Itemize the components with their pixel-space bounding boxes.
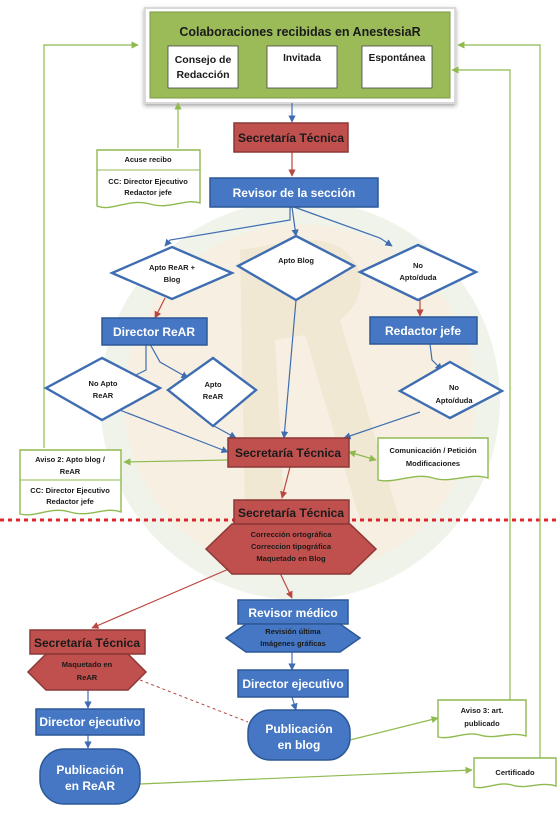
comunicacion-label-1: Comunicación / Petición [389, 446, 477, 455]
revision-label-1: Revisión última [265, 627, 321, 636]
maquetado-process [26, 653, 148, 691]
correccion-process [204, 523, 378, 575]
acuse-recibo-title: Acuse recibo [124, 155, 172, 164]
director-rear-node [101, 317, 208, 346]
acuse-recibo-note [96, 149, 201, 209]
header-title: Colaboraciones recibidas en AnestesiaR [179, 25, 420, 39]
comunicacion-note [377, 437, 489, 482]
director-ejecutivo-node-1 [237, 669, 349, 698]
consejo-label-2: Redacción [176, 69, 229, 81]
apto-rear-label-1: Apto [204, 380, 221, 389]
decision-no-apto-duda [357, 243, 479, 302]
apto-blog-label: Apto Blog [278, 256, 314, 265]
correccion-label-3: Maquetado en Blog [256, 554, 326, 563]
secretaria-tecnica-node-1 [233, 122, 349, 153]
revisor-seccion-node [209, 177, 379, 208]
publicacion-blog-node [247, 709, 351, 761]
secretaria-tecnica-node-2 [227, 437, 350, 468]
apto-rear-blog-label-1: Apto ReAR + [149, 263, 196, 272]
no-apto-duda-label-1: No [413, 261, 423, 270]
certificado-label: Certificado [495, 768, 535, 777]
publicacion-rear-label-1: Publicación [56, 763, 123, 777]
watermark-logo [100, 200, 500, 600]
decision-apto-blog [235, 234, 357, 302]
aviso3-label-2: publicado [464, 719, 500, 728]
correccion-label-1: Corrección ortográfica [251, 530, 333, 539]
consejo-box [167, 45, 239, 89]
acuse-cc-2: Redactor jefe [124, 188, 172, 197]
certificado-note [473, 757, 557, 789]
maquetado-label-1: Maquetado en [62, 660, 113, 669]
director-ejecutivo-label-1: Director ejecutivo [242, 677, 343, 691]
comunicacion-label-2: Modificaciones [406, 459, 460, 468]
revision-process [224, 623, 362, 653]
director-ejecutivo-node-2 [35, 708, 145, 736]
publicacion-blog-label-2: en blog [278, 738, 321, 752]
redactor-jefe-label: Redactor jefe [385, 324, 461, 338]
decision-apto-rear-blog [108, 245, 236, 301]
aviso2-cc-2: Redactor jefe [46, 497, 94, 506]
secretaria-tecnica-label-2: Secretaría Técnica [235, 446, 341, 460]
acuse-cc-1: CC: Director Ejecutivo [108, 177, 188, 186]
decision-apto-rear [166, 356, 258, 428]
aviso2-cc-1: CC: Director Ejecutivo [30, 486, 110, 495]
decision-no-duda [397, 360, 505, 420]
no-apto-rear-label-1: No Apto [89, 379, 118, 388]
aviso2-title-2: ReAR [60, 467, 81, 476]
no-apto-duda-label-2: Apto/duda [399, 273, 437, 282]
revisor-seccion-label: Revisor de la sección [233, 186, 356, 200]
publicacion-blog-label-1: Publicación [265, 722, 332, 736]
no-duda-label-2: Apto/duda [435, 396, 473, 405]
publicacion-rear-label-2: en ReAR [65, 779, 115, 793]
invitada-label: Invitada [283, 53, 321, 64]
no-duda-label-1: No [449, 383, 459, 392]
apto-rear-label-2: ReAR [203, 392, 224, 401]
aviso2-title-1: Aviso 2: Apto blog / [35, 455, 106, 464]
secretaria-tecnica-node-3 [233, 499, 350, 525]
redactor-jefe-node [369, 316, 478, 345]
aviso3-label-1: Aviso 3: art. [461, 706, 504, 715]
aviso3-note [437, 699, 527, 739]
maquetado-label-2: ReAR [77, 673, 98, 682]
espontanea-box [361, 45, 433, 89]
correccion-label-2: Correccion tipográfica [251, 542, 332, 551]
invitada-box [266, 45, 338, 89]
secretaria-tecnica-label-3: Secretaría Técnica [238, 506, 344, 520]
decision-no-apto-rear [43, 356, 163, 422]
aviso2-note [19, 449, 122, 516]
secretaria-tecnica-label-1: Secretaría Técnica [238, 131, 344, 145]
publicacion-rear-node [39, 748, 141, 805]
revisor-medico-label: Revisor médico [248, 606, 337, 620]
no-apto-rear-label-2: ReAR [93, 391, 114, 400]
revision-label-2: Imágenes gráficas [260, 639, 325, 648]
apto-rear-blog-label-2: Blog [164, 275, 181, 284]
director-rear-label: Director ReAR [113, 325, 195, 339]
consejo-label-1: Consejo de [175, 54, 232, 66]
director-ejecutivo-label-2: Director ejecutivo [39, 715, 140, 729]
espontanea-label: Espontánea [369, 53, 426, 64]
secretaria-tecnica-label-4: Secretaría Técnica [34, 636, 140, 650]
connectors [43, 41, 541, 785]
